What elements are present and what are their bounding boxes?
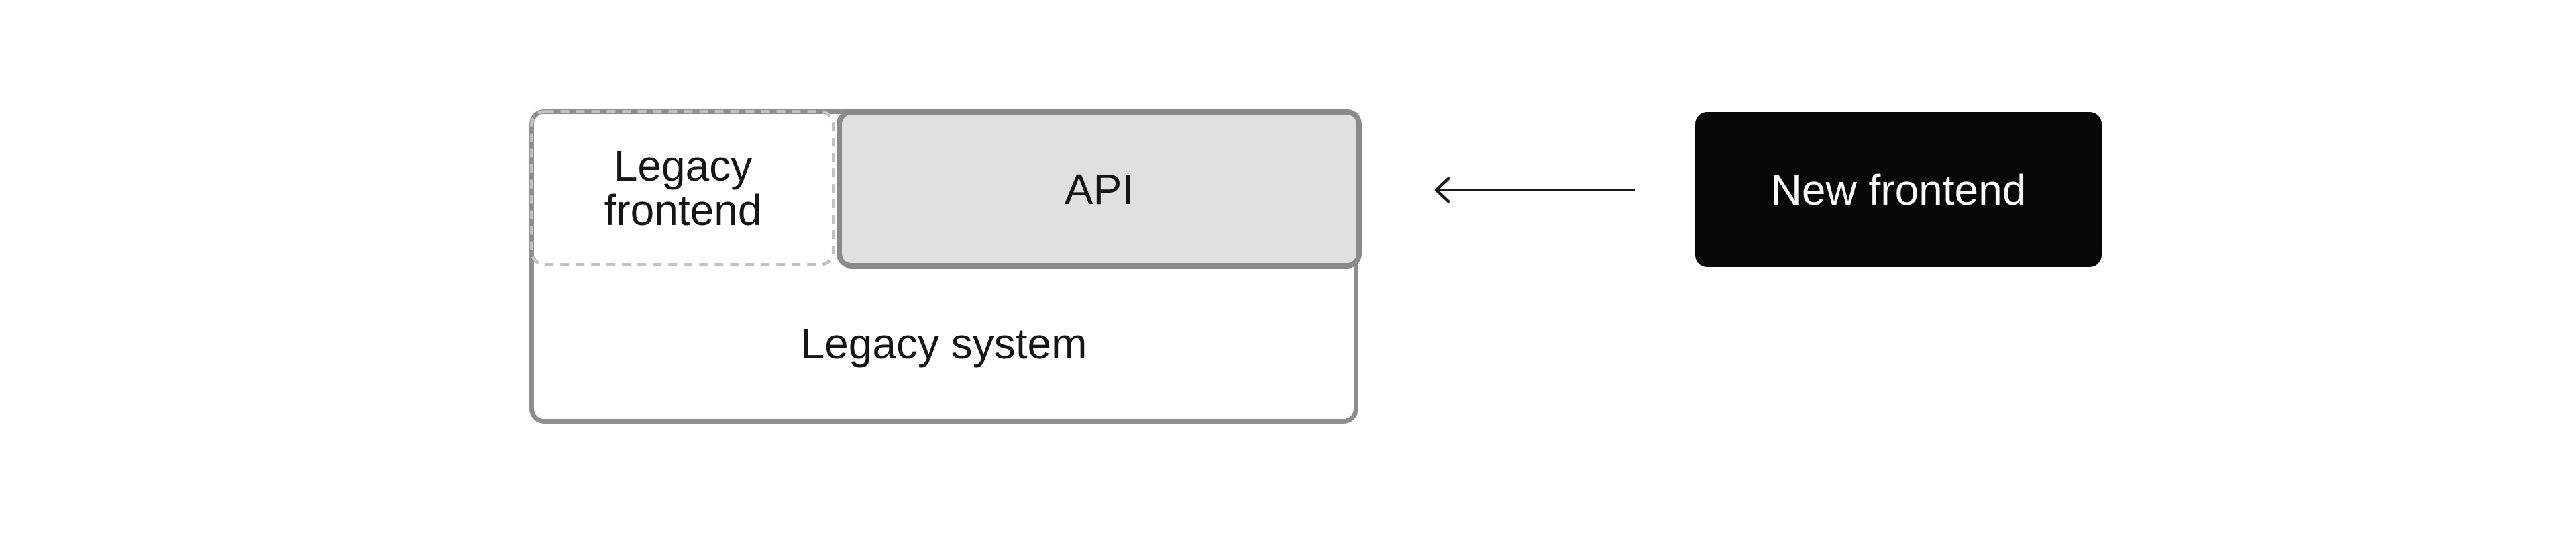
new-frontend-box: New frontend bbox=[1695, 112, 2102, 267]
legacy-frontend-label: Legacy frontend bbox=[604, 142, 762, 234]
api-label: API bbox=[1064, 164, 1134, 213]
arrow-head bbox=[1434, 177, 1450, 203]
new-frontend-label: New frontend bbox=[1770, 165, 2027, 214]
legacy-frontend-box: Legacy frontend bbox=[529, 109, 837, 266]
api-box: API bbox=[837, 109, 1362, 268]
legacy-system-label-region: Legacy system bbox=[529, 266, 1358, 421]
legacy-system-label: Legacy system bbox=[800, 320, 1087, 368]
